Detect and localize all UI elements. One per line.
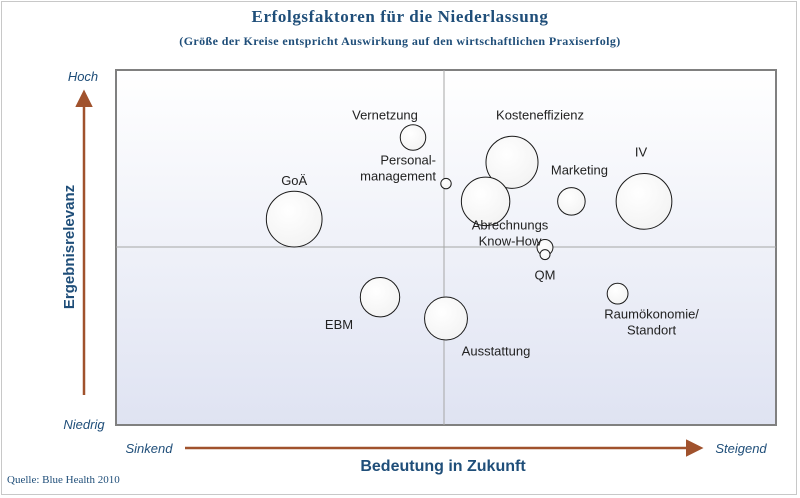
bubble-qm	[539, 249, 551, 261]
bubble-label-qm: QM	[535, 268, 556, 283]
x-axis-title: Bedeutung in Zukunft	[360, 458, 526, 475]
bubble-label-personal-management: Personal-management	[360, 153, 436, 184]
bubble-label-raumökonomie-standort: Raumökonomie/Standort	[604, 307, 699, 338]
bubble-ebm	[359, 277, 401, 318]
y-low-label: Niedrig	[63, 417, 105, 432]
bubble-label-marketing: Marketing	[551, 162, 608, 177]
bubble-kosteneffizienz	[485, 135, 539, 189]
bubble-label-iv: IV	[635, 144, 648, 159]
bubble-label-kosteneffizienz: Kosteneffizienz	[496, 107, 584, 122]
y-axis-title: Ergebnisrelevanz	[61, 185, 78, 309]
bubble-marketing	[557, 187, 586, 216]
bubble-goä	[265, 190, 323, 248]
bubble-layer	[265, 124, 673, 341]
bubble-unlabeled	[460, 176, 511, 227]
bubble-ausstattung	[424, 296, 468, 341]
bubble-iv	[615, 172, 673, 230]
bubble-personal-management	[440, 177, 452, 190]
x-low-label: Sinkend	[126, 441, 174, 456]
y-high-label: Hoch	[68, 69, 98, 84]
chart-title: Erfolgsfaktoren für die Niederlassung	[251, 7, 549, 26]
label-layer: Vernetzung KosteneffizienzPersonal-manage…	[281, 107, 699, 358]
bubble-label-ebm: EBM	[325, 317, 353, 332]
x-high-label: Steigend	[715, 441, 767, 456]
bubble-label-vernetzung: Vernetzung	[352, 107, 418, 122]
bubble-raumökonomie-standort	[606, 282, 629, 305]
source-note: Quelle: Blue Health 2010	[7, 474, 120, 486]
bubble-label-ausstattung: Ausstattung	[462, 344, 531, 359]
bubble-vernetzung	[399, 124, 427, 151]
bubble-label-goä: GoÄ	[281, 173, 307, 188]
chart-subtitle: (Größe der Kreise entspricht Auswirkung …	[179, 34, 621, 48]
